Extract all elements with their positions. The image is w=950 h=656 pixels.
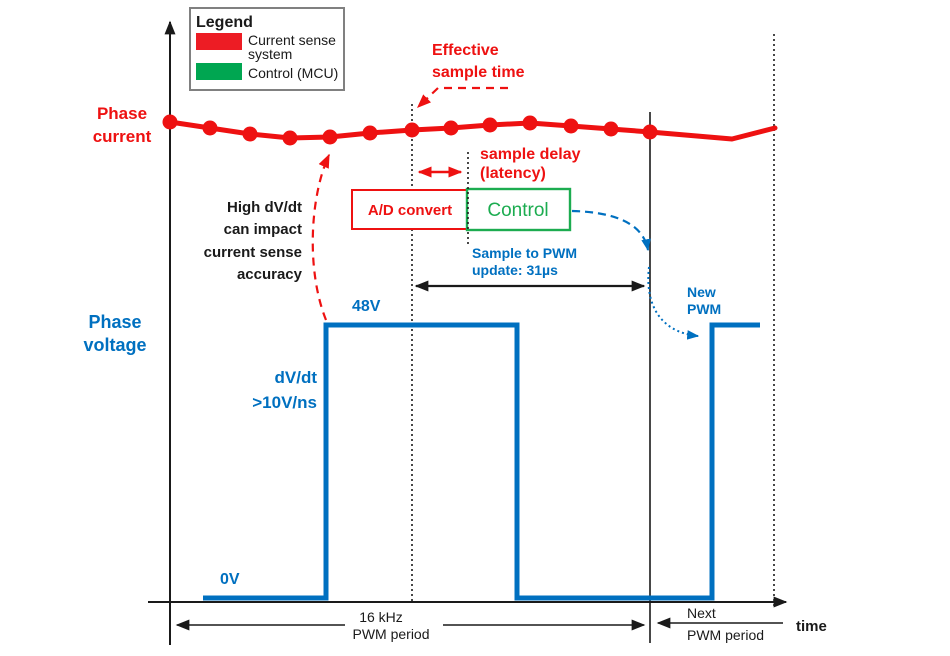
sample-to-pwm-label-1: Sample to PWM [472,245,577,261]
dvdt-label-1: dV/dt [275,368,318,387]
new-pwm-label-1: New [687,284,716,300]
sample-point [242,126,258,142]
phase-current-sample-points [162,114,658,146]
sample-point [642,124,658,140]
legend-label-control: Control (MCU) [248,65,338,81]
high-dvdt-note-1: High dV/dt [227,199,302,216]
legend-label-current-sense-1: Current sense [248,32,336,48]
control-update-dashed-arrow [571,209,651,252]
sample-point [202,120,218,136]
sample-point [362,125,378,141]
new-pwm-label-2: PWM [687,301,721,317]
pwm-period-label-2: PWM period [352,626,429,642]
high-dvdt-note-4: accuracy [237,266,303,283]
phase-voltage-label-1: Phase [88,312,141,332]
sample-point [162,114,178,130]
voltage-low-label: 0V [220,571,240,588]
legend-swatch-current-sense [196,33,242,50]
sample-point [322,129,338,145]
sample-delay-label-2: (latency) [480,165,546,182]
sample-point [563,118,579,134]
sample-point [443,120,459,136]
legend-box: Legend Current sense system Control (MCU… [189,7,345,91]
high-dvdt-arrow [311,153,330,321]
phase-voltage-waveform [203,322,760,601]
sample-to-pwm-label-2: update: 31µs [472,262,558,278]
effective-sample-time-label-1: Effective [432,42,499,59]
ad-convert-box [351,189,468,230]
sample-point [282,130,298,146]
control-box [465,187,572,232]
control-label: Control [487,200,548,221]
phase-current-waveform [167,119,778,142]
dvdt-label-2: >10V/ns [252,393,317,412]
next-period-label-2: PWM period [687,627,764,643]
phase-current-label-1: Phase [97,104,147,123]
sample-point [603,121,619,137]
legend-label-current-sense-2: system [248,46,292,62]
phase-voltage-label-2: voltage [83,335,146,355]
high-dvdt-note-3: current sense [204,244,302,261]
next-period-label-1: Next [687,605,716,621]
sample-delay-label-1: sample delay [480,146,581,163]
effective-sample-time-arrow [416,86,508,108]
high-dvdt-note-2: can impact [224,221,302,238]
sample-point [482,117,498,133]
sample-point [522,115,538,131]
phase-current-label-2: current [93,127,152,146]
voltage-high-label: 48V [352,298,381,315]
legend-title: Legend [196,14,253,31]
effective-sample-time-label-2: sample time [432,64,525,81]
new-pwm-dotted-arrow [647,266,700,340]
legend-swatch-control [196,63,242,80]
sample-point [404,122,420,138]
time-axis-label: time [796,618,827,635]
ad-convert-label: A/D convert [368,202,452,219]
pwm-period-label-1: 16 kHz [359,609,403,625]
